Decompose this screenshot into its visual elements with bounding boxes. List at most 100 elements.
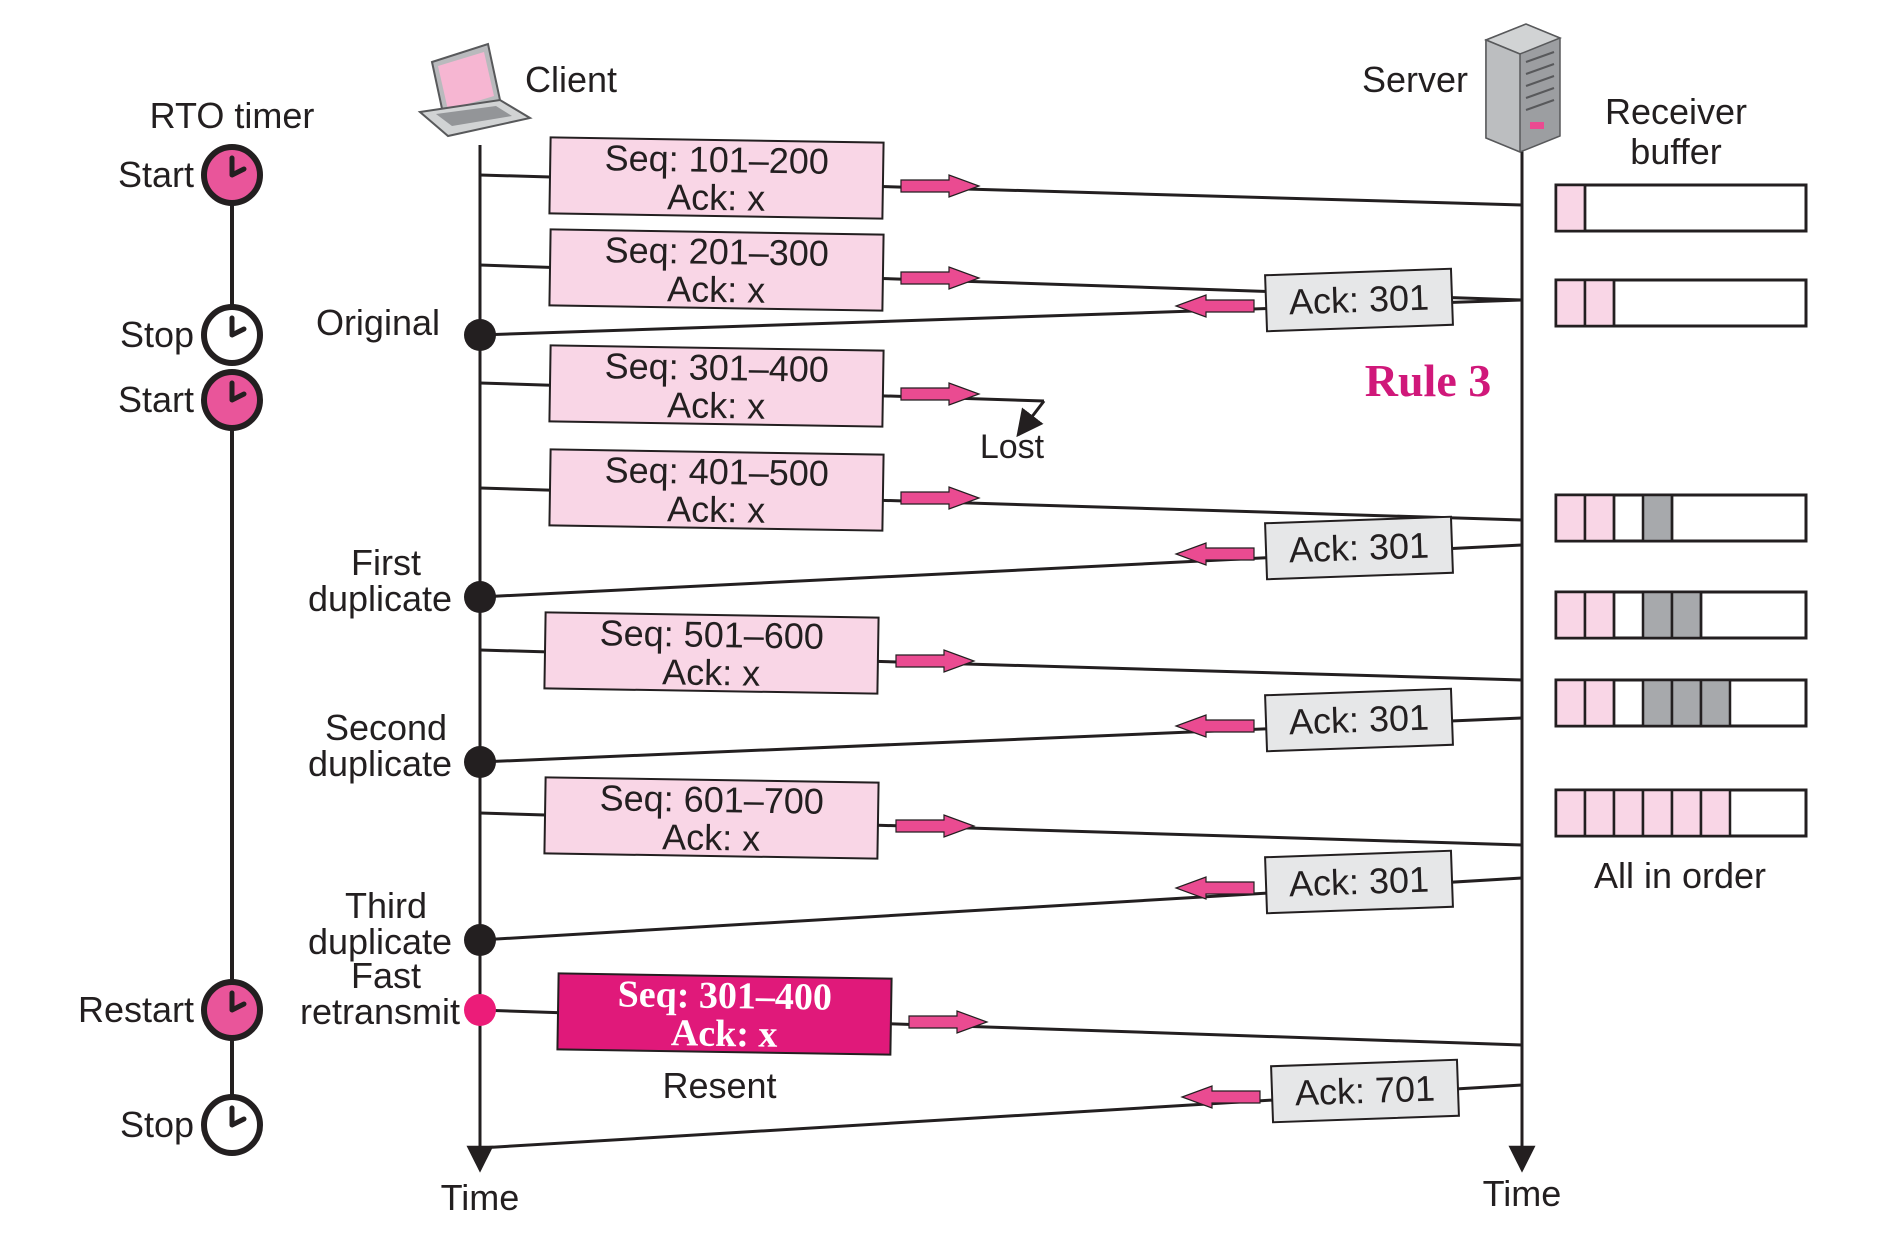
buffer-cell-out-of-order [1641,590,1674,640]
buffer-cell-in-order [1583,678,1616,728]
buffer-cell-out-of-order [1699,678,1732,728]
rto-timer-label: RTO timer [150,95,315,136]
receiver-buffer [1554,183,1808,233]
client-event-marker [464,319,496,351]
timer-clock-icon [201,369,263,431]
buffer-cell-in-order [1670,788,1703,838]
buffer-cell-in-order [1583,788,1616,838]
ack-label: Ack: 301 [1288,525,1429,571]
buffer-cell-in-order [1554,678,1587,728]
buffer-cell-in-order [1612,788,1645,838]
client-event-label: retransmit [300,991,460,1032]
segment-ack: Ack: x [667,268,766,311]
server-icon [1484,23,1562,154]
client-event-label: Fast [351,955,421,996]
rule-label: Rule 3 [1365,355,1492,406]
client-event-marker [464,746,496,778]
ack-segment: Ack: 701 [1270,1058,1460,1124]
segment-ack: Ack: x [671,1012,778,1056]
segment-ack: Ack: x [667,488,766,531]
client-time-label: Time [441,1177,520,1218]
segment-ack: Ack: x [662,651,761,694]
server-label: Server [1362,59,1468,100]
buffer-cell-in-order [1554,183,1587,233]
lost-label: Lost [980,428,1045,466]
buffer-cell-in-order [1554,278,1587,328]
timer-event-label: Start [118,379,194,420]
segment-direction-arrow [900,174,981,198]
client-event-label: duplicate [308,743,452,784]
client-event-label: duplicate [308,921,452,962]
ack-direction-arrow [1174,876,1255,900]
segment-seq: Seq: 301–400 [617,973,832,1018]
segment-ack: Ack: x [667,176,766,219]
segment-direction-arrow [900,382,981,406]
ack-label: Ack: 301 [1288,697,1429,743]
receiver-buffer [1554,678,1808,728]
ack-direction-arrow [1180,1085,1261,1109]
segment-direction-arrow [900,486,981,510]
buffer-cell-out-of-order [1670,590,1703,640]
timer-clock-icon [201,979,263,1041]
ack-segment: Ack: 301 [1264,515,1454,581]
all-in-order-label: All in order [1594,855,1766,896]
client-event-label: duplicate [308,578,452,619]
buffer-cell-in-order [1641,788,1674,838]
segment-direction-arrow [895,814,976,838]
ack-direction-arrow [1174,542,1255,566]
timer-event-label: Stop [120,1104,194,1145]
segment-seq: Seq: 601–700 [599,777,824,822]
ack-label: Ack: 301 [1288,277,1429,323]
ack-direction-arrow [1174,714,1255,738]
timer-event-label: Start [118,154,194,195]
buffer-cell-in-order [1554,788,1587,838]
segment-direction-arrow [895,649,976,673]
client-event-label: Third [345,885,427,926]
buffer-cell-in-order [1554,590,1587,640]
segment-direction-arrow [908,1010,989,1034]
timer-event-label: Restart [78,989,194,1030]
client-event-marker [464,994,496,1026]
buffer-cell-in-order [1583,493,1616,543]
receiver-buffer [1554,788,1808,838]
segment-direction-arrow [900,266,981,290]
buffer-cell-in-order [1699,788,1732,838]
client-event-label: Original [316,302,440,343]
segment-seq: Seq: 301–400 [604,345,829,390]
receiver-buffer [1554,493,1808,543]
receiver-buffer [1554,278,1808,328]
lost-arrow [1016,400,1046,438]
receiver-buffer-label-line1: Receiver [1605,91,1747,132]
timer-clock-icon [201,144,263,206]
client-event-marker [464,581,496,613]
buffer-cell-in-order [1554,493,1587,543]
timer-clock-icon [201,1094,263,1156]
timer-event-label: Stop [120,314,194,355]
buffer-cell-out-of-order [1641,678,1674,728]
laptop-icon [417,42,533,138]
server-time-label: Time [1483,1173,1562,1214]
segment-seq: Seq: 401–500 [604,449,829,494]
segment-seq: Seq: 201–300 [604,229,829,274]
buffer-cell-in-order [1583,278,1616,328]
ack-direction-arrow [1174,294,1255,318]
ack-label: Ack: 701 [1294,1068,1435,1114]
ack-segment: Ack: 301 [1264,267,1454,333]
ack-segment: Ack: 301 [1264,687,1454,753]
ack-segment: Ack: 301 [1264,849,1454,915]
receiver-buffer [1554,590,1808,640]
receiver-buffer-label-line2: buffer [1630,131,1721,172]
segment-seq: Seq: 101–200 [604,137,829,182]
buffer-cell-out-of-order [1641,493,1674,543]
segment-seq: Seq: 501–600 [599,612,824,657]
client-event-label: First [351,542,421,583]
client-event-marker [464,924,496,956]
